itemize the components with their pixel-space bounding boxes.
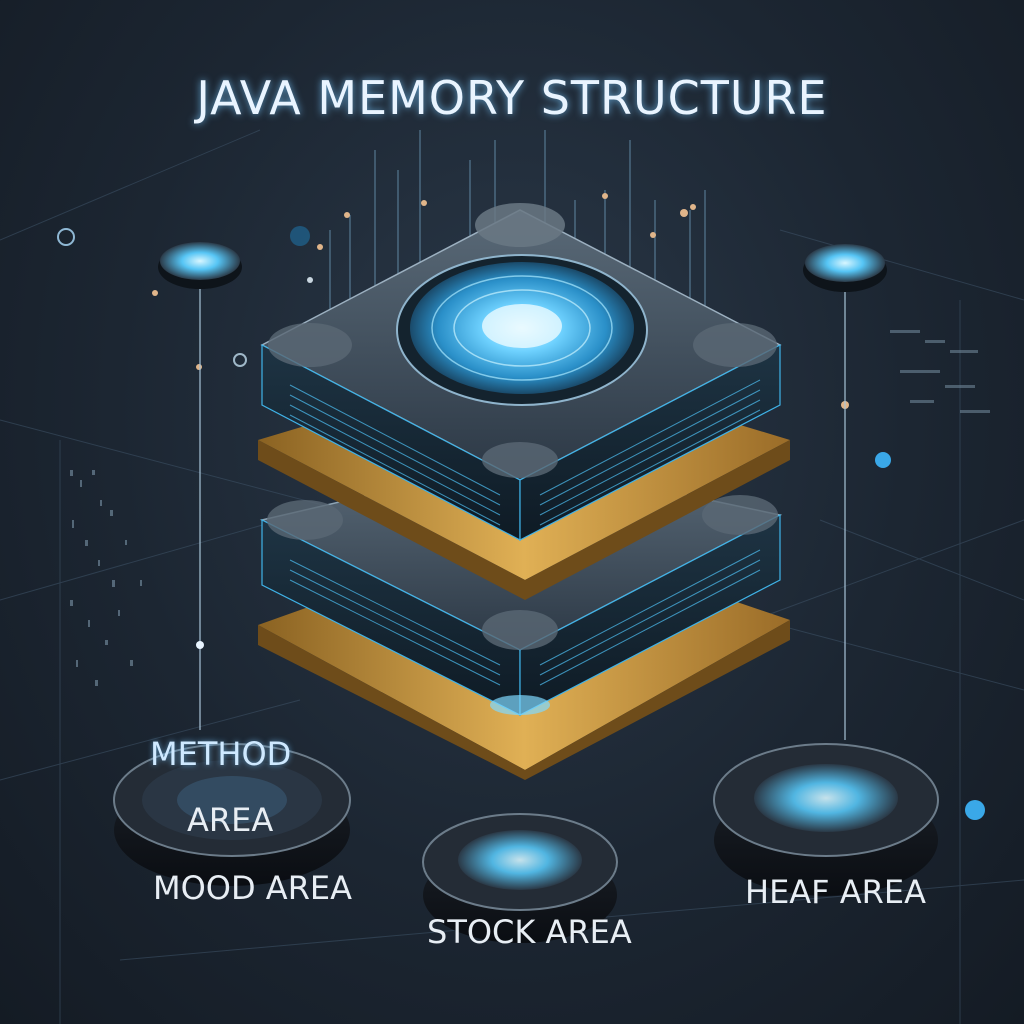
mood-area-label: MOOD AREA xyxy=(153,869,353,907)
code-dots-left xyxy=(70,470,142,686)
stream-dots xyxy=(57,193,985,820)
background-grid xyxy=(0,129,1024,1024)
pin-left xyxy=(158,242,242,730)
method-area-label-line1: METHOD xyxy=(150,735,292,773)
pedestal-method-area xyxy=(113,743,351,886)
dark-slab-top xyxy=(260,203,782,541)
pin-right xyxy=(803,244,887,740)
pedestal-heap-area xyxy=(713,743,939,896)
pedestal-stock-area xyxy=(422,813,618,943)
code-dots-right xyxy=(890,330,990,413)
method-area-label-line2: AREA xyxy=(187,801,274,839)
heap-area-label: HEAF AREA xyxy=(745,873,926,911)
page-title: JAVA MEMORY STRUCTURE xyxy=(196,70,828,125)
stock-area-label: STOCK AREA xyxy=(427,913,632,951)
